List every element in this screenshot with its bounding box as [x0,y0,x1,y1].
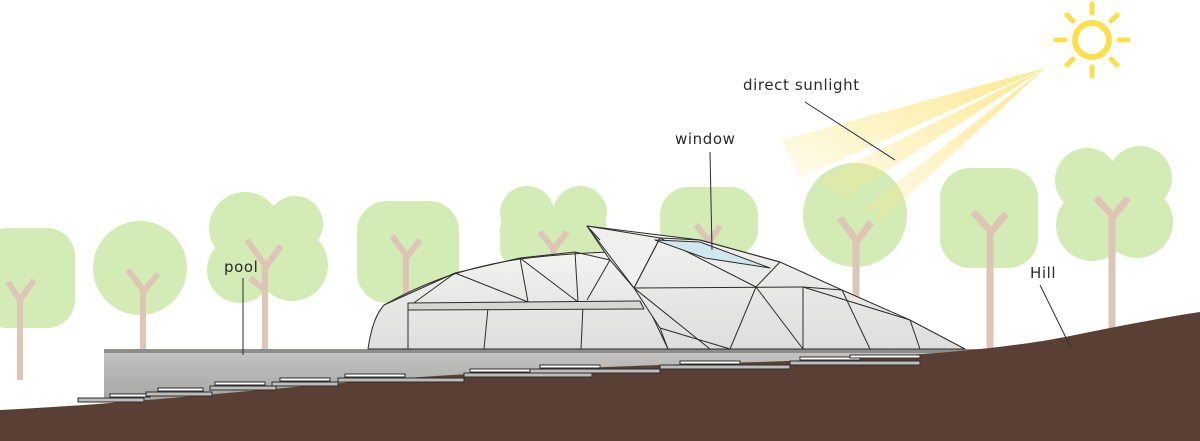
tree-icon [93,221,187,375]
label-pool: pool [224,258,259,276]
label-window: window [675,130,736,148]
label-hill: Hill [1030,264,1057,282]
terrace-steps [77,354,921,403]
tree-icon [1055,146,1173,335]
dome-structure [367,225,966,350]
label-direct-sunlight: direct sunlight [743,76,860,94]
hill-ground [0,312,1200,441]
tree-icon [207,192,328,365]
tree-icon [940,168,1038,352]
sunlight-beams [782,68,1045,222]
skylight-window [654,239,771,269]
tree-icon [0,228,75,380]
leader-lines [242,101,1072,355]
sun-icon [1053,1,1131,79]
